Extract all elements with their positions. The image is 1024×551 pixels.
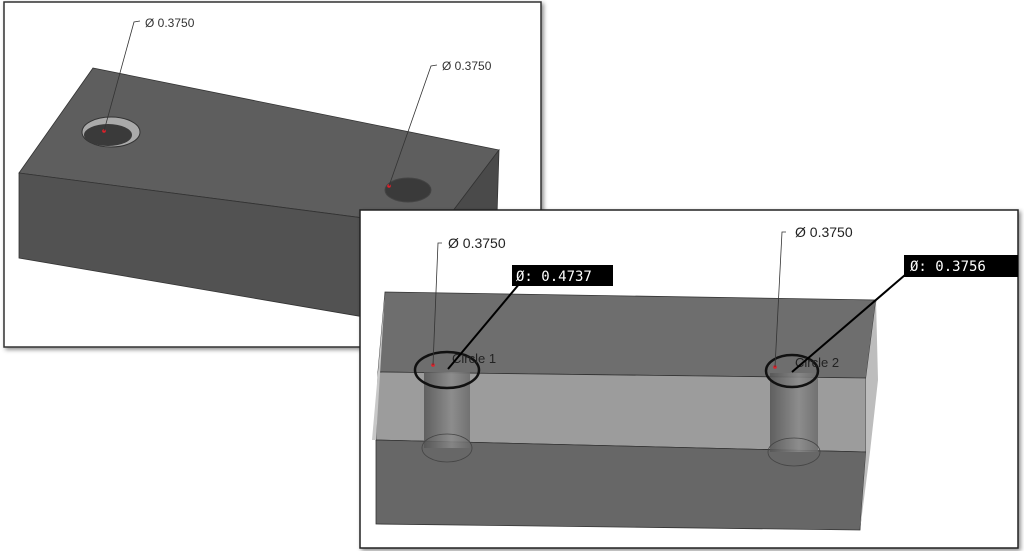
transparent-block	[372, 291, 878, 531]
leader-line	[432, 242, 442, 366]
leader-line	[103, 20, 141, 132]
leader-line	[388, 64, 438, 187]
measure-leader	[447, 282, 521, 370]
dimension-label-2: Ø 0.3750	[795, 224, 853, 240]
measured-diameter-2: Ø: 0.3756	[910, 259, 986, 275]
circle-1-label: Circle 1	[452, 351, 496, 366]
hole-left	[81, 116, 141, 148]
measure-box-2[interactable]	[904, 255, 1018, 277]
hole-right	[384, 177, 432, 203]
dimension-label-right: Ø 0.3750	[442, 59, 492, 73]
measure-leader	[791, 274, 906, 373]
measure-box-1[interactable]	[512, 265, 613, 286]
cad-model-panel: Ø 0.3750 Ø 0.3750	[3, 1, 542, 348]
leader-line	[774, 231, 786, 368]
dimension-label-left: Ø 0.3750	[145, 16, 195, 30]
dimension-label-1: Ø 0.3750	[448, 235, 506, 251]
measured-diameter-1: Ø: 0.4737	[516, 269, 592, 285]
circle-1-fit[interactable]	[413, 350, 481, 390]
circle-2-fit[interactable]	[764, 353, 820, 389]
measurement-panel: Circle 1 Circle 2 Ø 0.3750 Ø 0.3750 Ø: 0…	[359, 209, 1019, 549]
